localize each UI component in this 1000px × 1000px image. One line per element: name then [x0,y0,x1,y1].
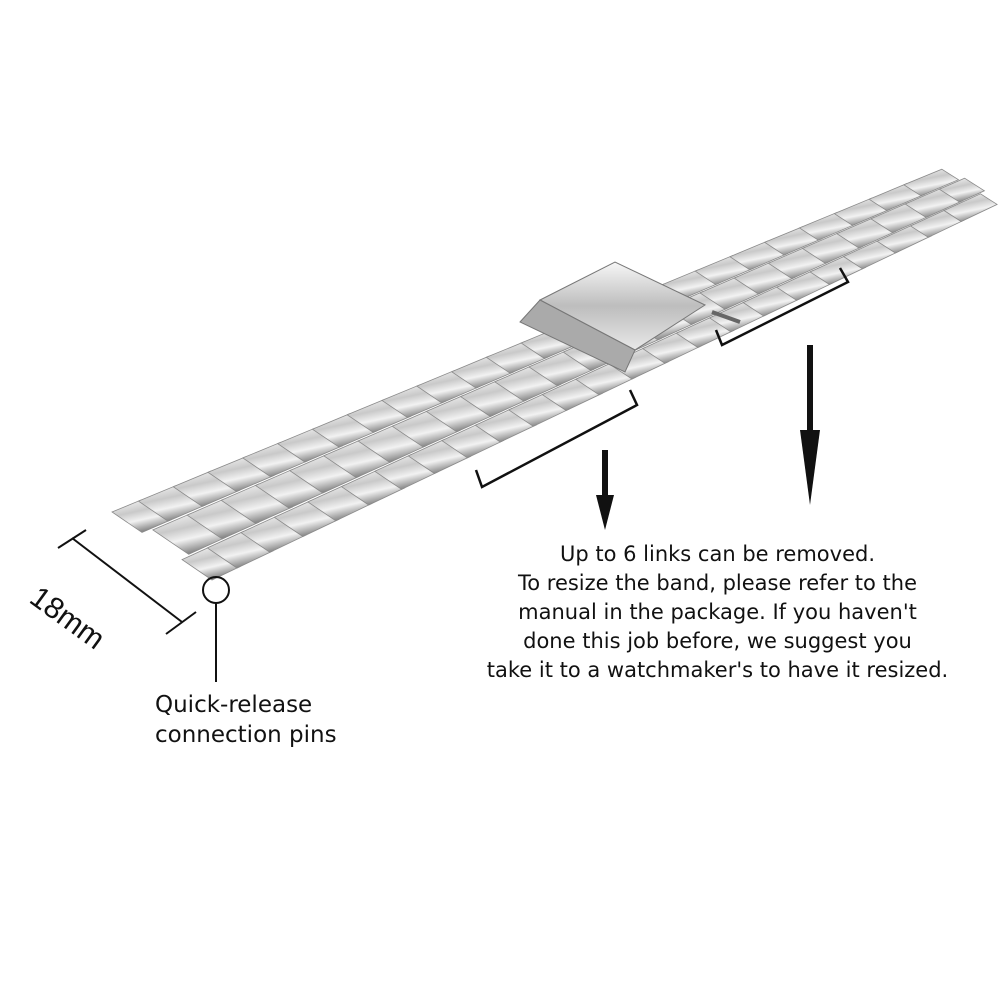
note-line: done this job before, we suggest you [523,629,912,653]
band-link [943,193,998,222]
clasp-pin [711,310,741,324]
link-removal-note: Up to 6 links can be removed. To resize … [460,540,975,685]
pins-label-line: connection pins [155,722,337,748]
note-line: manual in the package. If you haven't [518,600,917,624]
removable-links-bracket-1 [474,389,639,489]
arrow-down-icon [596,450,614,530]
band-link [938,177,986,203]
arrow-down-icon [800,345,820,505]
removable-links-bracket-2 [714,267,850,347]
width-dimension [57,529,197,635]
note-line: To resize the band, please refer to the [517,571,918,595]
band-link [903,168,960,197]
pin-callout-circle [202,576,230,604]
butterfly-clasp [519,261,741,373]
note-line: take it to a watchmaker's to have it res… [486,658,949,682]
quick-release-pins-label: Quick-release connection pins [155,690,337,750]
pins-label-line: Quick-release [155,692,313,718]
metal-band [111,168,998,581]
note-line: Up to 6 links can be removed. [560,542,875,566]
